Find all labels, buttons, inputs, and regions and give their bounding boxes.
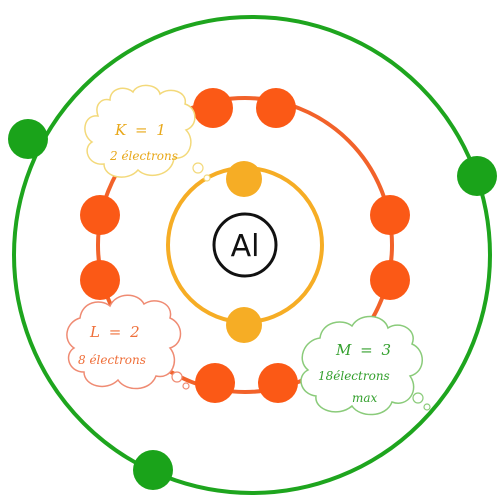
cloud-l-outline	[66, 294, 182, 390]
nucleus-symbol: Al	[231, 229, 260, 264]
electron-l-top-left	[193, 88, 233, 128]
cloud-k-outline	[84, 84, 196, 178]
electron-l-left-upper	[80, 195, 120, 235]
shell-m-ring	[12, 15, 492, 495]
cloud-k-bubble-1	[192, 162, 204, 174]
cloud-l-name: L = 2	[89, 323, 142, 341]
electron-m-right	[457, 156, 497, 196]
electron-l-right-lower	[370, 260, 410, 300]
electron-l-left-lower	[80, 260, 120, 300]
cloud-m: M = 3 18électrons max	[300, 315, 431, 416]
cloud-m-max: max	[352, 391, 378, 405]
electron-l-top-right	[256, 88, 296, 128]
cloud-l-count: 8 électrons	[78, 353, 146, 367]
cloud-m-count: 18électrons	[318, 369, 390, 383]
electron-k-bottom	[226, 307, 262, 343]
cloud-l-bubble-2	[182, 382, 190, 390]
shell-l-ring	[96, 96, 394, 394]
electron-m-left	[8, 119, 48, 159]
cloud-m-name: M = 3	[335, 341, 393, 359]
cloud-k-bubble-2	[203, 174, 211, 182]
cloud-k: K = 1 2 électrons	[84, 84, 211, 182]
electron-m-bottom	[133, 450, 173, 490]
cloud-k-count: 2 électrons	[109, 149, 178, 163]
cloud-m-outline	[300, 315, 423, 416]
cloud-m-bubble-2	[423, 403, 431, 411]
cloud-l-bubble-1	[171, 371, 183, 383]
electron-l-bottom-right	[258, 363, 298, 403]
cloud-l: L = 2 8 électrons	[66, 294, 190, 390]
cloud-m-bubble-1	[412, 392, 424, 404]
electron-k-top	[226, 161, 262, 197]
electron-l-right-upper	[370, 195, 410, 235]
electron-l-bottom-left	[195, 363, 235, 403]
cloud-k-name: K = 1	[114, 121, 168, 139]
nucleus	[212, 212, 278, 278]
